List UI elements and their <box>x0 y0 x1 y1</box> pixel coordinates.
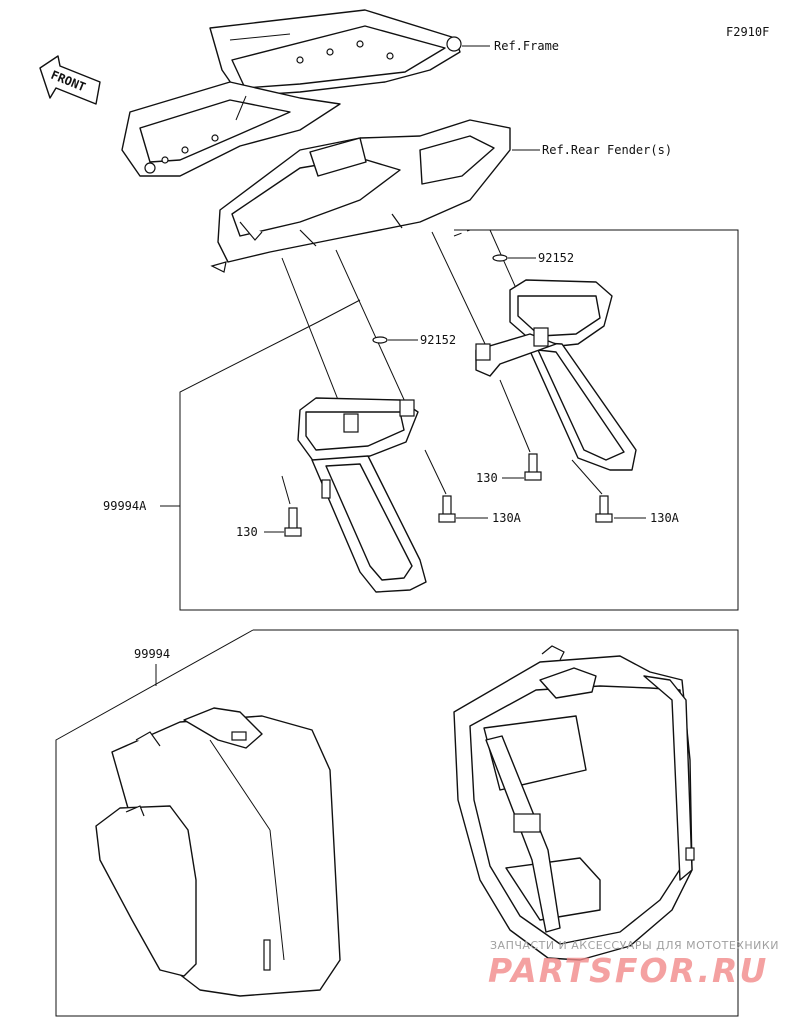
left-bracket-drawing <box>297 397 427 593</box>
washer-icon <box>492 254 508 262</box>
front-arrow-icon: FRONT <box>39 55 101 105</box>
bolt-icon <box>438 495 456 523</box>
bolt-a-left-label: 130A <box>492 511 522 525</box>
kit-bags-border <box>55 629 739 1017</box>
ref-fender-label: Ref.Rear Fender(s) <box>542 143 672 157</box>
bolt-right-label: 130 <box>476 471 498 485</box>
guide-line <box>571 459 603 495</box>
washer-icon <box>372 336 388 344</box>
right-saddlebag-drawing <box>453 645 695 961</box>
bolt-icon <box>524 453 542 481</box>
frame-drawing <box>121 9 462 177</box>
watermark-logo: PARTSFOR.RU <box>488 951 768 990</box>
guide-line <box>424 449 447 495</box>
guide-line <box>281 257 347 421</box>
kit-bags-label: 99994 <box>134 647 170 661</box>
guide-line <box>499 379 531 453</box>
bolt-a-right-label: 130A <box>650 511 680 525</box>
bolt-icon <box>595 495 613 523</box>
watermark-tagline: ЗАПЧАСТИ И АКСЕССУАРЫ ДЛЯ МОТОТЕХНИКИ <box>490 939 779 952</box>
bolt-icon <box>284 507 302 537</box>
right-bracket-drawing <box>475 279 637 471</box>
washer-lower-label: 92152 <box>538 251 574 265</box>
guide-line <box>453 229 471 237</box>
washer-upper-label: 92152 <box>420 333 456 347</box>
figure-code: F2910F <box>726 25 769 39</box>
guide-line <box>281 475 291 505</box>
bolt-left-label: 130 <box>236 525 258 539</box>
kit-bracket-label: 99994A <box>103 499 147 513</box>
kit-bracket-border <box>179 229 739 611</box>
guide-line <box>431 231 487 347</box>
left-saddlebag-drawing <box>95 707 341 997</box>
guide-line <box>335 249 407 405</box>
rear-fender-drawing <box>210 119 511 273</box>
ref-frame-label: Ref.Frame <box>494 39 559 53</box>
